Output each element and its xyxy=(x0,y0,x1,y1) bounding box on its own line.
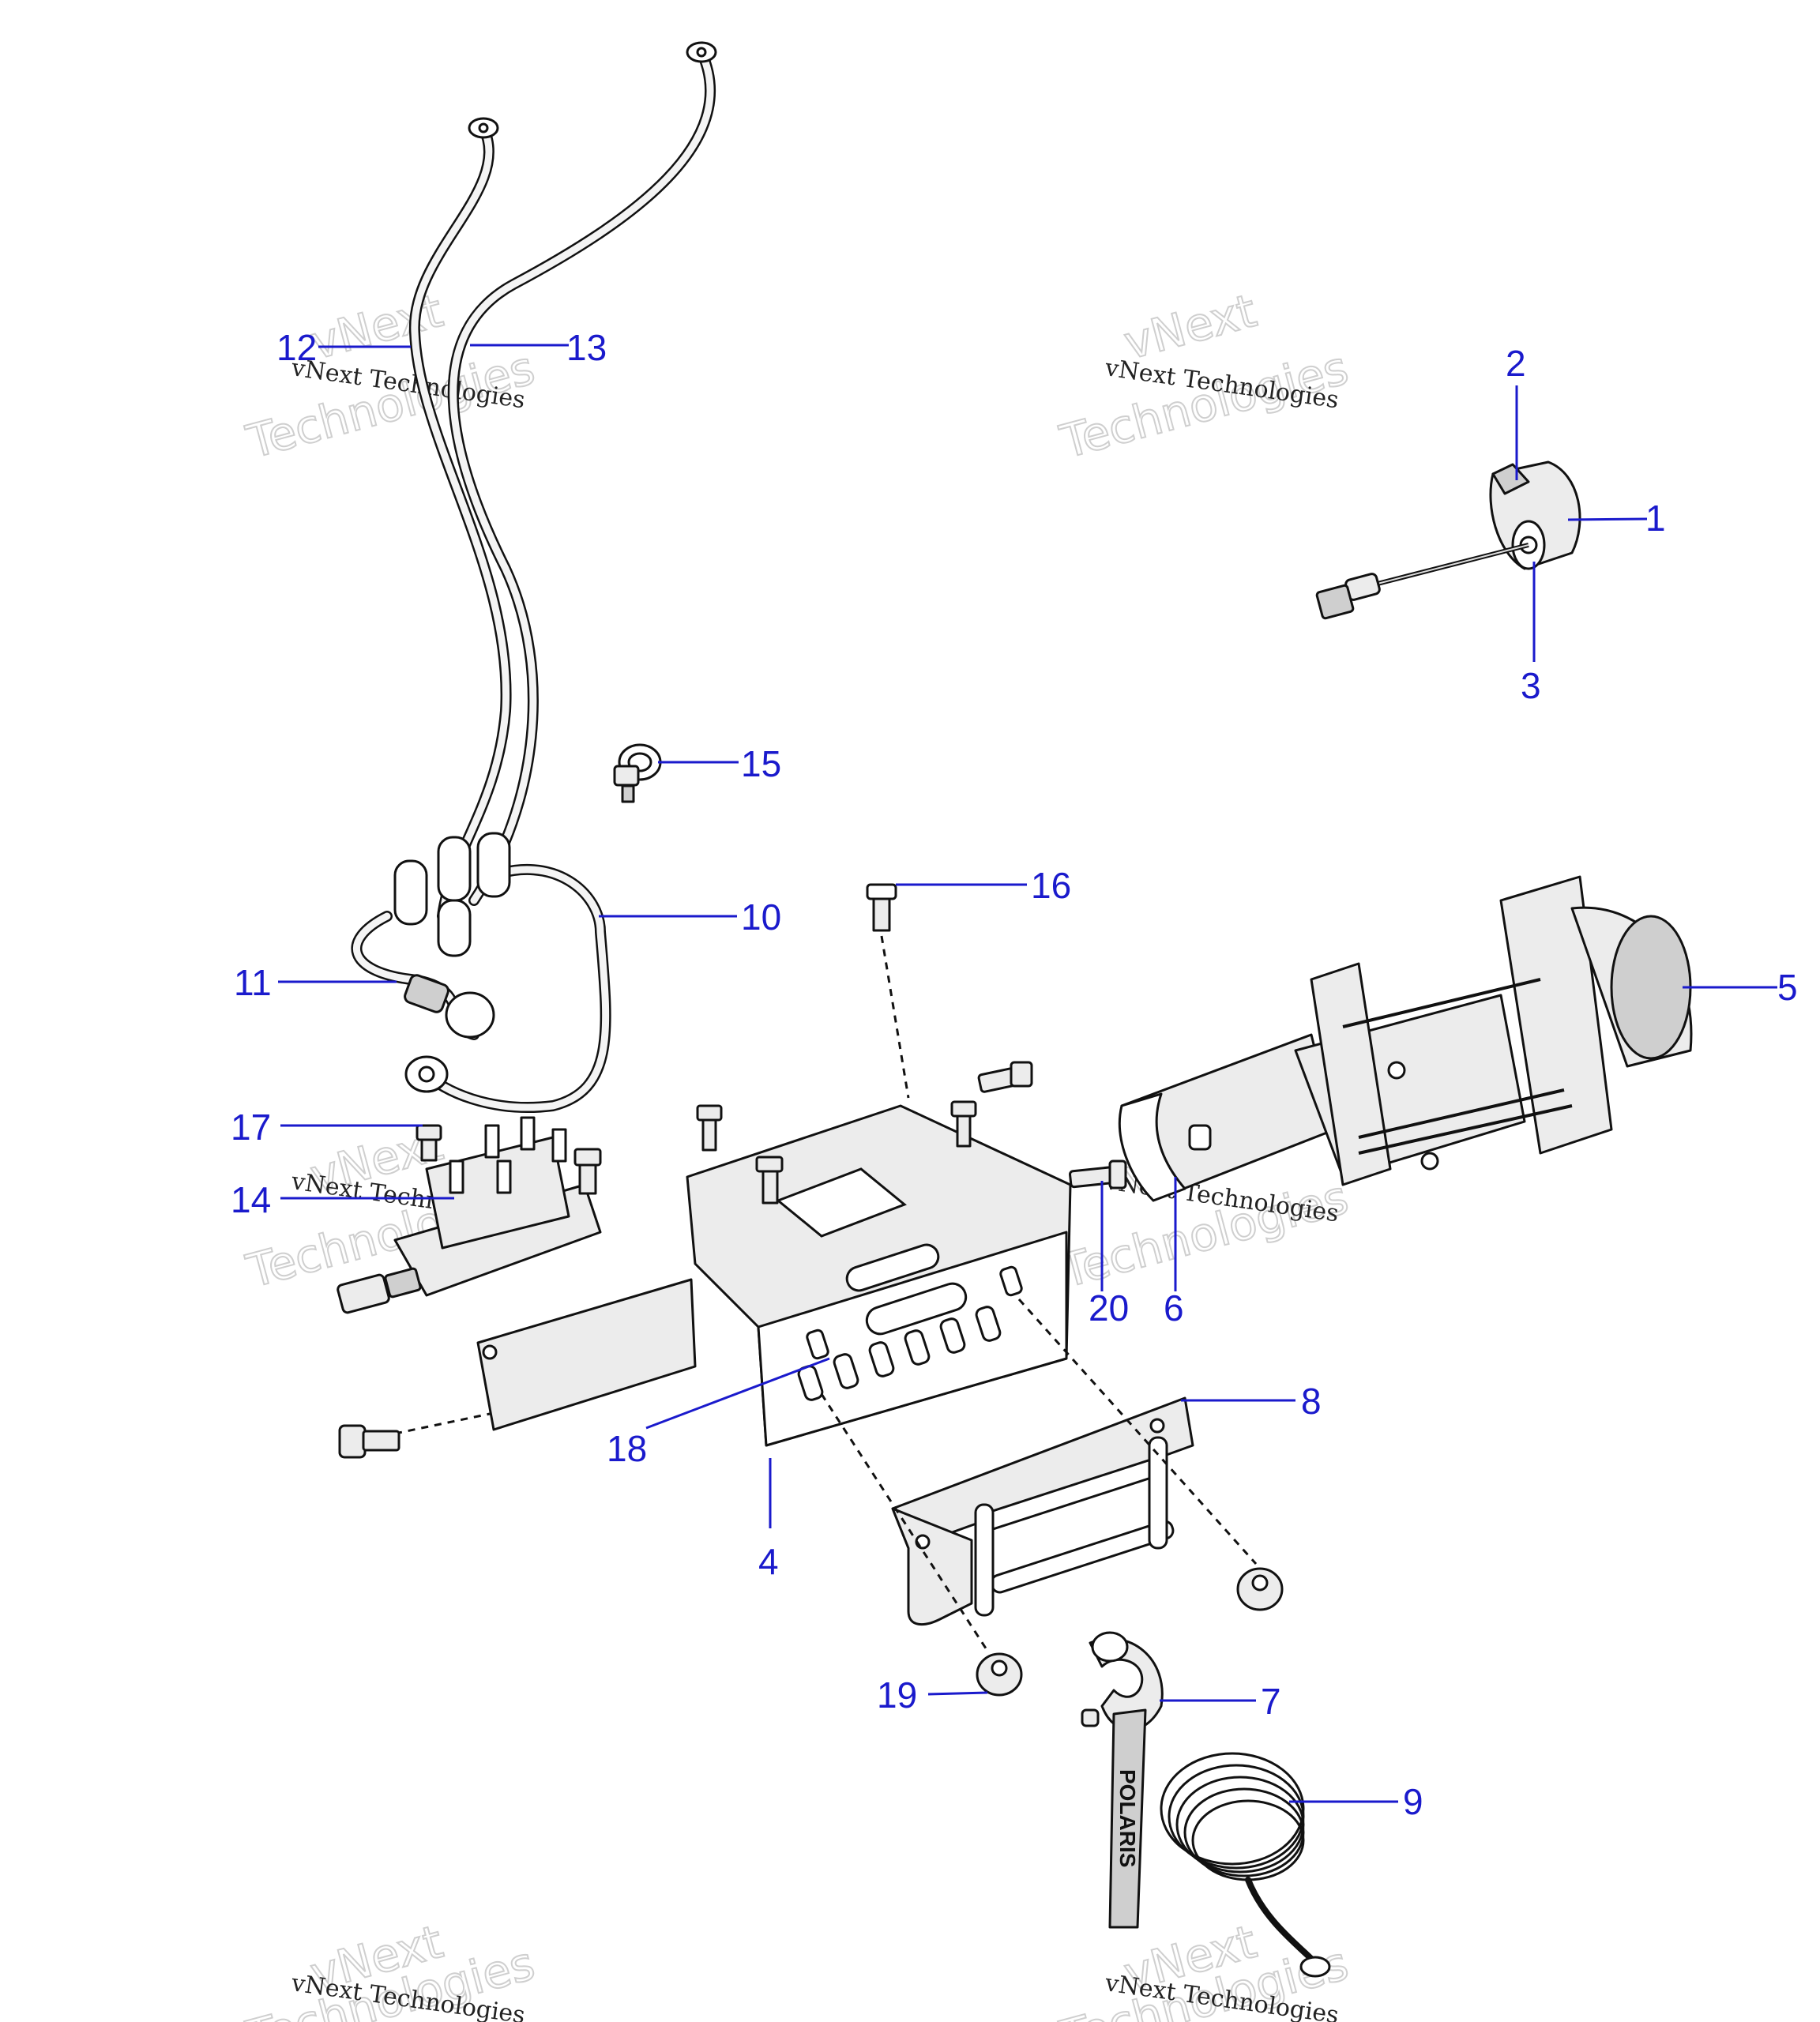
contactor xyxy=(337,1116,602,1314)
watermark-top-left: vNext Technologies vNext Technologies xyxy=(240,283,540,470)
callout-3: 3 xyxy=(1521,665,1541,706)
callout-17: 17 xyxy=(231,1107,271,1148)
callout-10: 10 xyxy=(741,896,781,938)
callout-11: 11 xyxy=(234,962,272,1003)
callout-15: 15 xyxy=(741,743,781,784)
watermark-big-top: vNext xyxy=(1119,284,1262,370)
wire-harness xyxy=(351,832,611,1113)
callout-19: 19 xyxy=(877,1674,917,1716)
flange-nuts xyxy=(976,1567,1284,1697)
winch-switch xyxy=(1315,460,1581,620)
callout-13: 13 xyxy=(566,327,607,368)
callout-18: 18 xyxy=(607,1428,647,1469)
strap-brand-label: POLARIS xyxy=(1115,1769,1140,1867)
callout-16: 16 xyxy=(1031,865,1071,906)
callout-5: 5 xyxy=(1777,967,1798,1008)
mounting-plate xyxy=(686,1061,1072,1447)
callout-20: 20 xyxy=(1089,1287,1129,1329)
cable-clamp xyxy=(613,743,662,803)
winch-body xyxy=(1069,875,1693,1202)
roller-fairlead xyxy=(820,1298,1258,1652)
callout-9: 9 xyxy=(1403,1781,1423,1822)
callout-14: 14 xyxy=(231,1179,271,1220)
leader-lines xyxy=(278,344,1777,1803)
callout-12: 12 xyxy=(276,327,317,368)
callout-labels: 1 2 3 4 5 6 7 8 9 10 11 12 13 14 15 16 1… xyxy=(231,327,1798,1822)
callout-6: 6 xyxy=(1164,1287,1184,1329)
battery-cables xyxy=(408,41,717,922)
watermark-top-right: vNext Technologies vNext Technologies xyxy=(1054,283,1354,470)
winch-rope xyxy=(1160,1752,1331,1978)
bolt-16 xyxy=(866,883,910,1099)
hook-strap: POLARIS xyxy=(1081,1631,1164,1929)
extension-plate xyxy=(338,1278,697,1459)
callout-7: 7 xyxy=(1261,1681,1281,1722)
callout-1: 1 xyxy=(1645,498,1666,539)
watermark-big-top: vNext xyxy=(305,284,448,370)
callout-8: 8 xyxy=(1301,1381,1322,1422)
watermark-bottom-left: vNext Technologies vNext Technologies xyxy=(240,1914,540,2022)
callout-2: 2 xyxy=(1506,343,1526,384)
callout-4: 4 xyxy=(758,1541,779,1582)
